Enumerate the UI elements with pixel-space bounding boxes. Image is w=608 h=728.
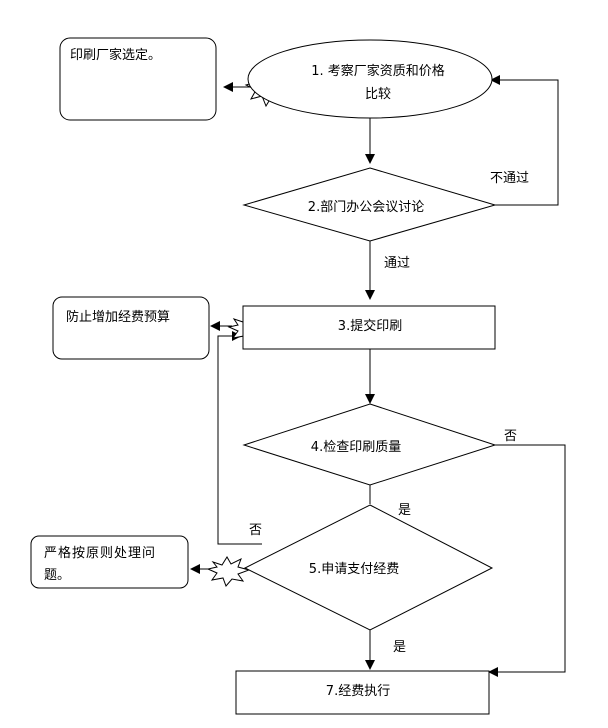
check-yes-label: 是 <box>398 503 411 518</box>
investigate-label-line2: 比较 <box>365 87 391 102</box>
investigate-label-line1: 1. 考察厂家资质和价格 <box>311 63 445 79</box>
edge-5-no-to-3 <box>217 331 262 545</box>
pay-diamond <box>243 504 494 631</box>
not-pass-label: 不通过 <box>490 171 529 186</box>
handle-label-line2: 题。 <box>44 568 70 583</box>
discuss-diamond <box>242 167 497 242</box>
pass-label: 通过 <box>384 256 410 271</box>
check-label: 4.检查印刷质量 <box>311 440 401 455</box>
select-vendor-label: 印刷厂家选定。 <box>70 47 161 63</box>
check-diamond <box>242 403 497 486</box>
investigate-ellipse <box>247 39 493 119</box>
execute-label: 7.经费执行 <box>326 684 390 699</box>
prevent-label: 防止增加经费预算 <box>66 309 170 325</box>
nodes <box>30 37 497 715</box>
execute-box <box>235 670 490 715</box>
handle-box <box>30 535 189 589</box>
pay-label: 5.申请支付经费 <box>309 562 399 577</box>
node-labels: 印刷厂家选定。 1. 考察厂家资质和价格 比较 2.部门办公会议讨论 防止增加经… <box>44 47 445 699</box>
handle-label-line1: 严格按原则处理问 <box>44 545 156 561</box>
edge-labels: 不通过 通过 否 是 否 是 <box>249 171 529 655</box>
check-no-label: 否 <box>504 429 517 444</box>
submit-label: 3.提交印刷 <box>338 318 402 334</box>
pay-no-label: 否 <box>249 523 262 538</box>
select-vendor-box <box>59 37 217 121</box>
submit-box <box>242 305 496 350</box>
starburst-icon <box>206 556 251 587</box>
discuss-label: 2.部门办公会议讨论 <box>308 200 424 215</box>
pay-yes-label: 是 <box>393 640 406 655</box>
prevent-box <box>52 296 210 360</box>
edge-4-no-to-7 <box>488 444 566 677</box>
edge-2-back-to-1 <box>490 75 559 206</box>
